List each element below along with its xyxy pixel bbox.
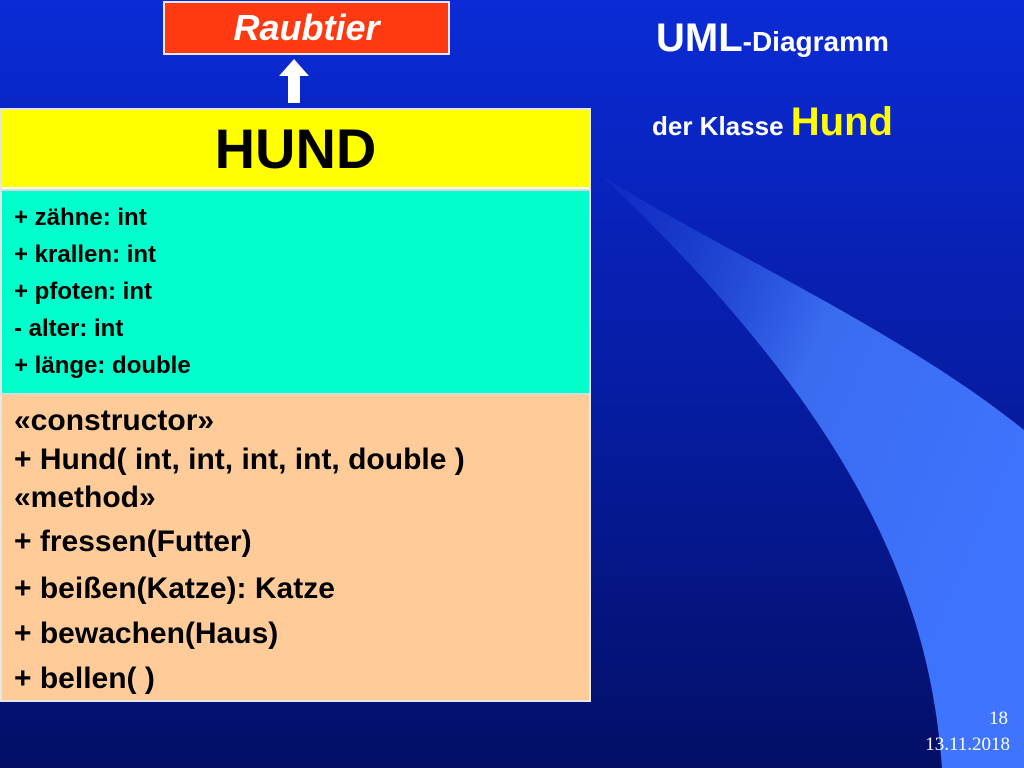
- attribute-row: + zähne: int: [14, 204, 147, 231]
- parent-class-name: Raubtier: [233, 7, 380, 48]
- operation-row: + Hund( int, int, int, int, double ): [14, 443, 465, 476]
- operation-row: + bewachen(Haus): [14, 617, 279, 650]
- class-name-compartment: HUND: [2, 110, 589, 187]
- stereotype-method: «method»: [14, 481, 156, 514]
- diagram-subtitle: der Klasse Hund: [652, 100, 893, 145]
- title-uml: UML: [656, 16, 743, 60]
- attribute-row: + krallen: int: [14, 241, 157, 268]
- inheritance-arrow-icon: [279, 59, 309, 103]
- operations-compartment: «constructor» + Hund( int, int, int, int…: [2, 393, 589, 700]
- slide-number: 18: [989, 708, 1008, 729]
- operation-row: + fressen(Futter): [14, 525, 252, 558]
- title-diagramm: -Diagramm: [742, 26, 889, 57]
- subtitle-text: der Klasse: [652, 111, 791, 141]
- operation-row: + bellen( ): [14, 662, 155, 695]
- attribute-row: - alter: int: [14, 315, 124, 342]
- attributes-compartment: + zähne: int + krallen: int + pfoten: in…: [2, 189, 589, 393]
- uml-class-box: HUND + zähne: int + krallen: int + pfote…: [0, 108, 591, 702]
- operation-row: + beißen(Katze): Katze: [14, 572, 335, 605]
- slide-date: 13.11.2018: [925, 734, 1010, 755]
- subtitle-class-name: Hund: [790, 100, 893, 144]
- attribute-row: + länge: double: [14, 352, 191, 379]
- stereotype-constructor: «constructor»: [14, 404, 215, 437]
- parent-class-box: Raubtier: [163, 1, 450, 55]
- diagram-title: UML-Diagramm: [656, 16, 889, 61]
- class-name: HUND: [214, 117, 377, 180]
- attribute-row: + pfoten: int: [14, 278, 152, 305]
